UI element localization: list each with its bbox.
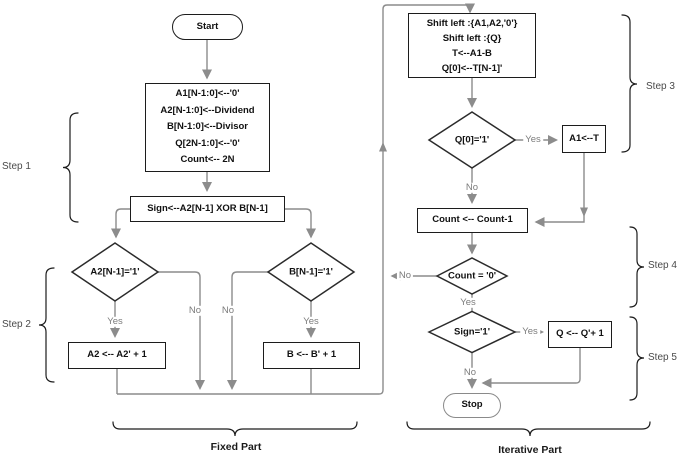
step3-brace — [621, 14, 638, 153]
count-check-diamond — [435, 257, 509, 295]
stop-label: Stop — [461, 399, 483, 411]
start-label: Start — [196, 20, 219, 32]
a1-update-label: A1<--T — [569, 132, 599, 144]
init-line-3: B[N-1:0]<--Divisor — [166, 121, 249, 133]
step2-brace — [38, 267, 55, 383]
shift-line-4: Q[0]<--T[N-1]' — [441, 62, 503, 74]
step2-label: Step 2 — [2, 319, 31, 330]
b-check-label: B[N-1]='1' — [289, 266, 333, 278]
shift-line-3: T<--A1-B — [452, 47, 492, 59]
sign-assign-box: Sign<--A2[N-1] XOR B[N-1] — [130, 196, 285, 222]
b-complement-box: B <-- B' + 1 — [263, 342, 360, 369]
q0-check-diamond — [427, 111, 517, 169]
count-check-yes-label: Yes — [458, 296, 478, 309]
a2-complement-label: A2 <-- A2' + 1 — [87, 349, 147, 361]
stop-terminal: Stop — [443, 393, 501, 418]
count-decrement-label: Count <-- Count-1 — [432, 214, 513, 226]
a1-update-box: A1<--T — [562, 125, 606, 153]
a2-check-label: A2[N-1]='1' — [90, 266, 140, 278]
q0-check-no-label: No — [463, 181, 481, 194]
connector-qincrement-stop — [481, 348, 581, 389]
fixed-part-brace — [112, 421, 358, 437]
count-decrement-box: Count <-- Count-1 — [417, 208, 528, 233]
sign-check-yes-label: Yes — [520, 325, 540, 338]
connector-loop-to-shift — [117, 3, 476, 395]
a2-complement-box: A2 <-- A2' + 1 — [68, 342, 166, 369]
connector-bcheck-no — [226, 271, 268, 391]
step1-label: Step 1 — [2, 161, 31, 172]
mid-arrowheads — [379, 142, 588, 217]
step5-brace — [629, 316, 645, 401]
q0-check-yes-label: Yes — [523, 133, 543, 146]
b-check-yes-label: Yes — [301, 315, 321, 328]
shift-line-2: Shift left :{Q} — [442, 32, 502, 44]
q-increment-box: Q <-- Q'+ 1 — [548, 321, 612, 348]
step4-brace — [629, 226, 645, 308]
iterative-part-brace — [406, 421, 651, 437]
init-line-4: Q[2N-1:0]<--'0' — [175, 137, 240, 149]
step1-brace — [62, 112, 79, 223]
a2-check-diamond — [70, 242, 160, 302]
sign-check-diamond — [427, 310, 517, 354]
start-terminal: Start — [172, 14, 243, 40]
sign-check-label: Sign='1' — [454, 326, 490, 338]
q-increment-label: Q <-- Q'+ 1 — [556, 328, 604, 340]
a2-check-no-label: No — [186, 304, 204, 317]
connector-sign-a2check — [110, 208, 130, 239]
iterative-part-label: Iterative Part — [498, 444, 562, 456]
b-check-no-label: No — [219, 304, 237, 317]
b-check-diamond — [266, 242, 356, 302]
step3-label: Step 3 — [646, 81, 675, 92]
q0-check-label: Q[0]='1' — [454, 134, 490, 146]
count-check-no-label: No — [396, 269, 414, 282]
init-line-5: Count<-- 2N — [180, 154, 235, 166]
connector-a2check-no — [158, 271, 206, 391]
decision-diamonds — [70, 111, 517, 354]
step-braces — [38, 14, 651, 437]
a2-check-yes-label: Yes — [105, 315, 125, 328]
sign-assign-label: Sign<--A2[N-1] XOR B[N-1] — [147, 202, 268, 214]
init-line-2: A2[N-1:0]<--Dividend — [160, 104, 255, 116]
connector-sign-bcheck — [285, 208, 317, 239]
a1update-down-arrowhead — [580, 207, 588, 217]
step4-label: Step 4 — [648, 260, 677, 271]
loop-up-arrowhead — [379, 142, 387, 152]
init-line-1: A1[N-1:0]<--'0' — [175, 88, 240, 100]
shift-process-box: Shift left :{A1,A2,'0'} Shift left :{Q} … — [408, 13, 536, 78]
init-process-box: A1[N-1:0]<--'0' A2[N-1:0]<--Dividend B[N… — [145, 83, 270, 172]
step5-label: Step 5 — [648, 352, 677, 363]
b-complement-label: B <-- B' + 1 — [286, 349, 337, 361]
shift-line-1: Shift left :{A1,A2,'0'} — [426, 17, 518, 29]
sign-check-no-label: No — [461, 366, 479, 379]
fixed-part-label: Fixed Part — [210, 441, 262, 453]
count-check-label: Count = '0' — [447, 270, 497, 282]
connector-a1update-count — [534, 153, 585, 228]
